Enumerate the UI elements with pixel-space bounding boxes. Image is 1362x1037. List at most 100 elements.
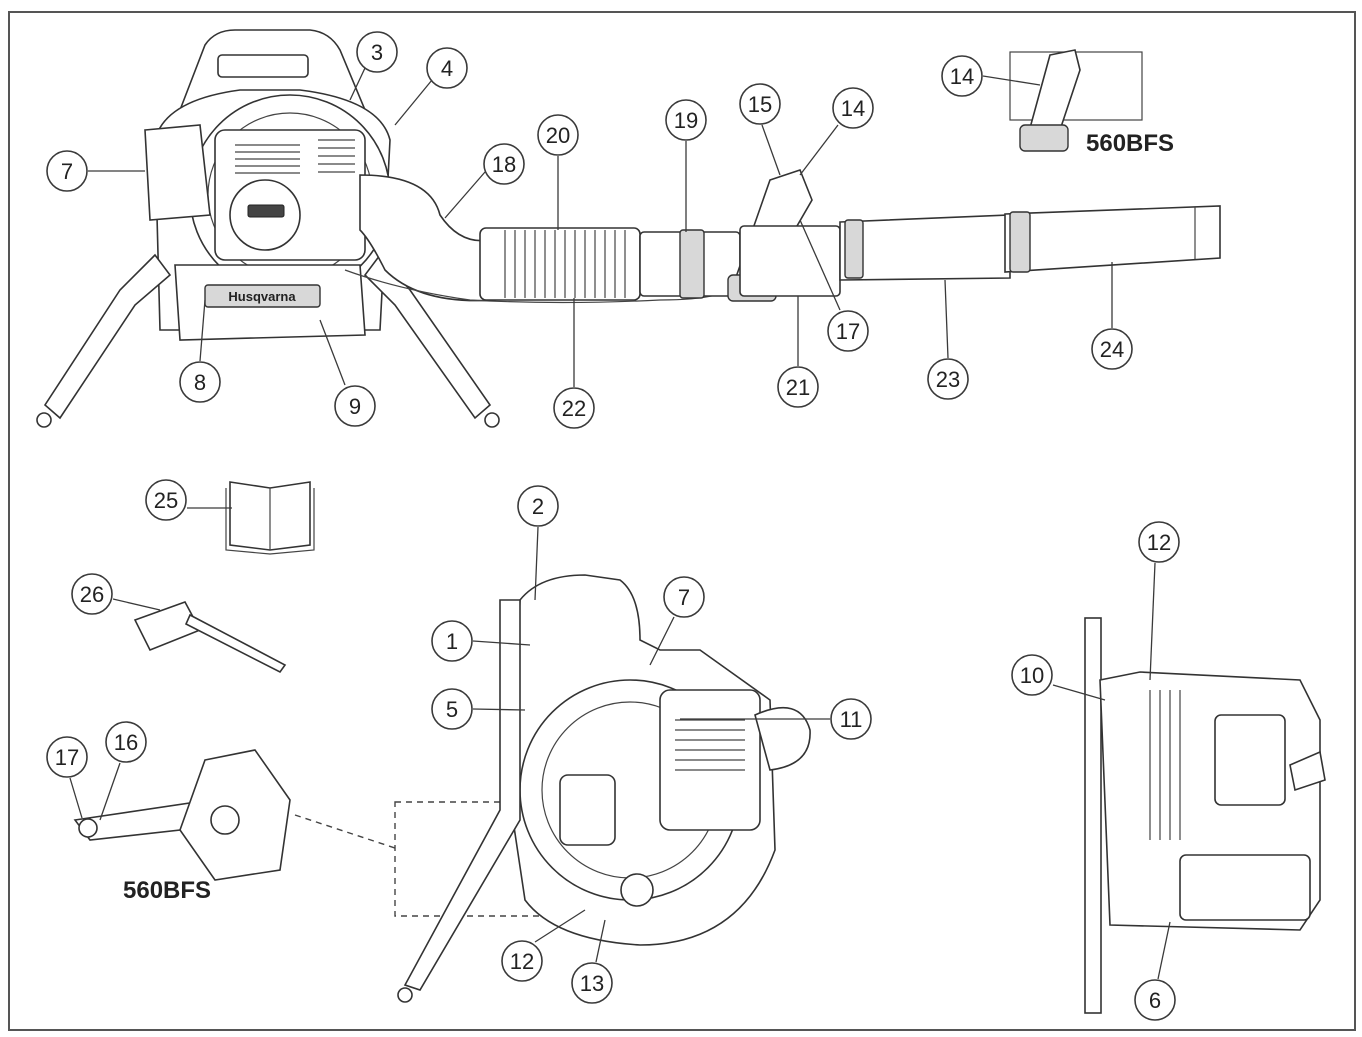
callout-25: 25	[145, 479, 187, 521]
callout-23: 23	[927, 358, 969, 400]
air-filter-cover	[144, 124, 211, 221]
callout-circle	[553, 387, 595, 429]
inset-handle	[1028, 49, 1081, 131]
callout-circle	[71, 573, 113, 615]
callout-circle	[426, 47, 468, 89]
callout-circle	[179, 361, 221, 403]
rear-cooling-fins	[675, 719, 745, 771]
callout-circle	[145, 479, 187, 521]
callout-number: 5	[446, 697, 458, 722]
callout-number: 2	[532, 494, 544, 519]
callout-12a: 12	[1138, 521, 1180, 563]
callout-circle	[777, 366, 819, 408]
callout-circle	[483, 143, 525, 185]
inset-knob	[210, 805, 240, 835]
callout-circle	[1134, 979, 1176, 1021]
shoulder-strap-right[interactable]	[363, 253, 492, 420]
tube-clamp	[679, 229, 705, 299]
callout-18: 18	[483, 143, 525, 185]
diagram-frame	[8, 11, 1356, 1031]
callout-1: 1	[431, 620, 473, 662]
callout-14a: 14	[832, 87, 874, 129]
callout-circle	[501, 940, 543, 982]
callout-circle	[1091, 328, 1133, 370]
callout-17a: 17	[827, 310, 869, 352]
callout-number: 24	[1100, 337, 1124, 362]
callout-10: 10	[1011, 654, 1053, 696]
blower-side-view	[1084, 617, 1326, 1014]
side-choke-lever[interactable]	[1289, 750, 1326, 792]
callout-8: 8	[179, 361, 221, 403]
side-fuel-tank	[1179, 854, 1311, 921]
blower-assembly-front-view: Husqvarna	[36, 29, 1221, 428]
callout-circle	[571, 962, 613, 1004]
shoulder-strap-left[interactable]	[43, 253, 172, 420]
callout-number: 1	[446, 629, 458, 654]
model-label-top: 560BFS	[1086, 130, 1174, 157]
rear-strap-buckle	[397, 987, 413, 1003]
callout-5: 5	[431, 688, 473, 730]
callout-number: 17	[836, 319, 860, 344]
callout-number: 13	[580, 971, 604, 996]
nozzle-24	[1004, 205, 1221, 273]
starter-logo-plate	[247, 204, 285, 218]
callout-circle	[356, 31, 398, 73]
callout-3: 3	[356, 31, 398, 73]
strap-buckle-right	[484, 412, 500, 428]
callout-number: 6	[1149, 988, 1161, 1013]
callout-number: 15	[748, 92, 772, 117]
callout-20: 20	[537, 114, 579, 156]
callout-24: 24	[1091, 328, 1133, 370]
callout-circle	[517, 485, 559, 527]
callout-15: 15	[739, 83, 781, 125]
callout-6: 6	[1134, 979, 1176, 1021]
tube-clip-23	[844, 219, 864, 279]
callout-21: 21	[777, 366, 819, 408]
tube-clip-24	[1009, 211, 1031, 273]
inset-grip	[1019, 124, 1069, 152]
tube-section-23	[839, 214, 1011, 281]
side-back-plate	[1084, 617, 1102, 1014]
brand-plate	[204, 284, 321, 308]
callout-circle	[46, 736, 88, 778]
rear-outlet	[754, 706, 811, 771]
callout-circle	[46, 150, 88, 192]
backpack-handle	[217, 54, 309, 78]
callout-circle	[334, 385, 376, 427]
callout-number: 14	[950, 64, 974, 89]
callout-circle	[1138, 521, 1180, 563]
callout-circle	[105, 721, 147, 763]
callout-circle	[739, 83, 781, 125]
callout-number: 11	[840, 707, 863, 732]
callout-circle	[832, 87, 874, 129]
callout-4: 4	[426, 47, 468, 89]
rear-air-filter	[559, 774, 616, 846]
callout-number: 21	[786, 375, 810, 400]
flex-tube-ribs	[504, 230, 626, 298]
callout-7b: 7	[663, 576, 705, 618]
rear-shoulder-strap[interactable]	[403, 599, 521, 991]
callout-22: 22	[553, 387, 595, 429]
tube-section-21	[739, 225, 841, 297]
callout-2: 2	[517, 485, 559, 527]
operators-manual	[225, 481, 315, 555]
callout-12b: 12	[501, 940, 543, 982]
callout-16: 16	[105, 721, 147, 763]
leader-lines	[69, 67, 1171, 980]
callout-number: 12	[1147, 530, 1171, 555]
callout-circle	[941, 55, 983, 97]
callout-circle	[537, 114, 579, 156]
blower-rear-view	[397, 574, 811, 1003]
callout-number: 7	[678, 585, 690, 610]
inset-560bfs-handle: 560BFS	[1009, 49, 1174, 157]
inset-560bfs-throttle: 560BFS	[73, 749, 291, 904]
callout-11: 11	[830, 698, 872, 740]
rear-fuel-cap	[620, 873, 654, 907]
inset-dashed-pointer	[294, 814, 396, 849]
flex-tube	[479, 227, 641, 301]
callout-circle	[665, 99, 707, 141]
callout-number: 16	[114, 730, 138, 755]
cooling-fins	[235, 139, 355, 174]
